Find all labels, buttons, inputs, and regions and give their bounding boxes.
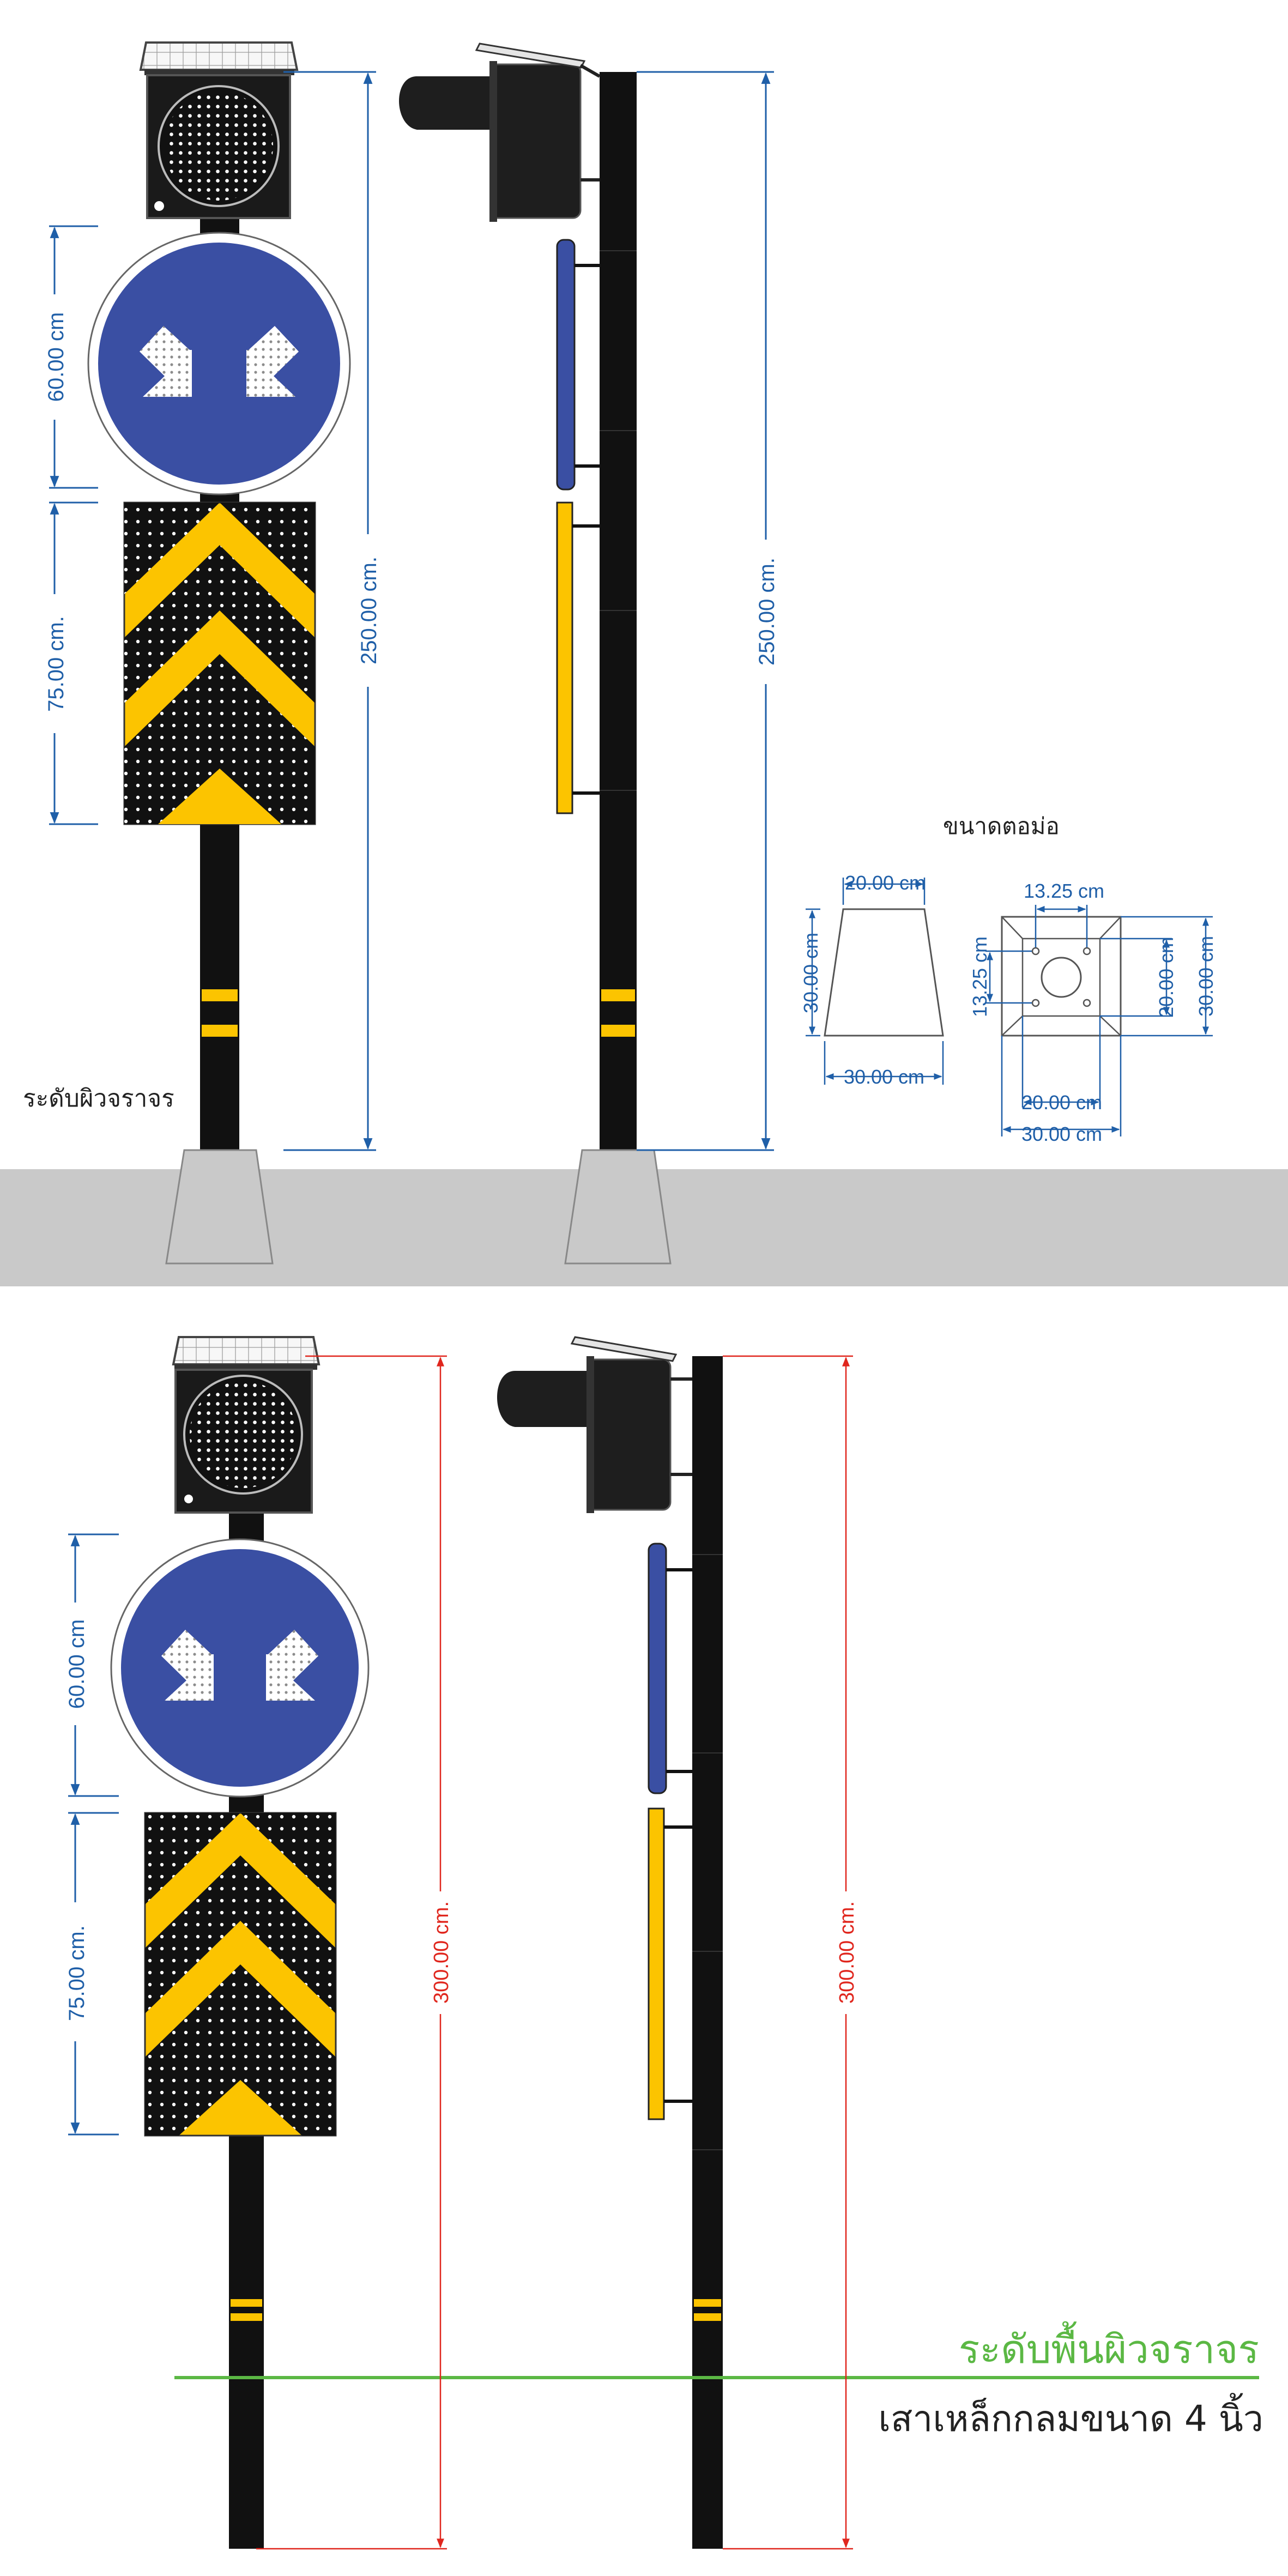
ground-level-label: ระดับพื้นผิวจราจร [959,2321,1259,2372]
front-view-top [87,41,351,1265]
sign-height-dimension: 60.00 cm [65,1619,89,1709]
footing-bottom-width: 30.00 cm [844,1066,924,1088]
led-visor [398,76,491,130]
led-flasher-housing [586,1358,672,1511]
led-flasher-housing [489,63,582,219]
led-visor [497,1371,588,1427]
chevron-board-edge [648,1807,665,2120]
solar-panel-icon [172,1336,321,1365]
keep-left-right-sign [98,243,340,485]
dimensions-bottom [68,1355,853,2550]
keep-left-right-arrows-icon [140,326,299,397]
chevron-board [123,501,316,825]
pole-spec-label: เสาเหล็กกลมขนาด 4 นิ้ว [878,2393,1263,2440]
chevron-height-dimension: 75.00 cm. [65,1925,89,2021]
solar-panel-icon [570,1336,678,1362]
plan-outer-bottom: 30.00 cm [1021,1123,1102,1145]
plan-inner-right: 20.00 cm [1155,937,1177,1018]
side-total-height-dimension: 250.00 cm. [755,558,779,666]
side-view-bottom [497,1336,723,2549]
plan-inner-bottom: 20.00 cm [1021,1091,1102,1114]
reflective-band [231,2313,262,2321]
keep-left-right-sign [121,1549,359,1787]
front-view-bottom [110,1336,370,2549]
dimensions-top [49,71,774,1151]
plan-outer-right: 30.00 cm [1195,936,1217,1017]
reflective-band [601,1025,635,1037]
plan-inner-top: 13.25 cm [1024,880,1104,902]
footing-plan-inner [1021,938,1101,1017]
reflective-band [601,989,635,1001]
front-total-height-dimension: 300.00 cm. [430,1901,453,2004]
solar-panel-icon [139,41,299,71]
keep-left-right-arrows-icon [161,1630,318,1701]
road-level-label: ระดับผิวจราจร [23,1085,174,1112]
concrete-footing [564,1149,672,1265]
footing-plan-outer [1001,916,1122,1037]
concrete-footing [165,1149,274,1265]
chevron-board [144,1812,337,2137]
sign-height-dimension: 60.00 cm [44,312,68,402]
footing-title: ขนาดตอม่อ [943,813,1060,839]
chevron-board-edge [556,501,573,814]
footing-detail: ขนาดตอม่อ 20.00 cm 30.00 cm 30.00 cm [800,813,1217,1145]
reflective-band [231,2299,262,2307]
side-view-top [398,43,672,1265]
footing-side-view [824,908,944,1037]
reflective-band [202,989,238,1001]
front-total-height-dimension: 250.00 cm. [357,557,381,664]
footing-height: 30.00 cm [800,933,822,1013]
reflective-band [202,1025,238,1037]
keep-left-right-sign-edge [648,1543,667,1794]
chevron-height-dimension: 75.00 cm. [44,616,68,712]
reflective-band [694,2313,721,2321]
keep-left-right-sign-edge [556,239,576,491]
side-total-height-dimension: 300.00 cm. [836,1901,858,2004]
pole [600,72,637,1156]
reflective-band [694,2299,721,2307]
pole [692,1356,723,2549]
plan-inner-left: 13.25 cm [969,936,991,1017]
footing-top-width: 20.00 cm [845,872,926,894]
